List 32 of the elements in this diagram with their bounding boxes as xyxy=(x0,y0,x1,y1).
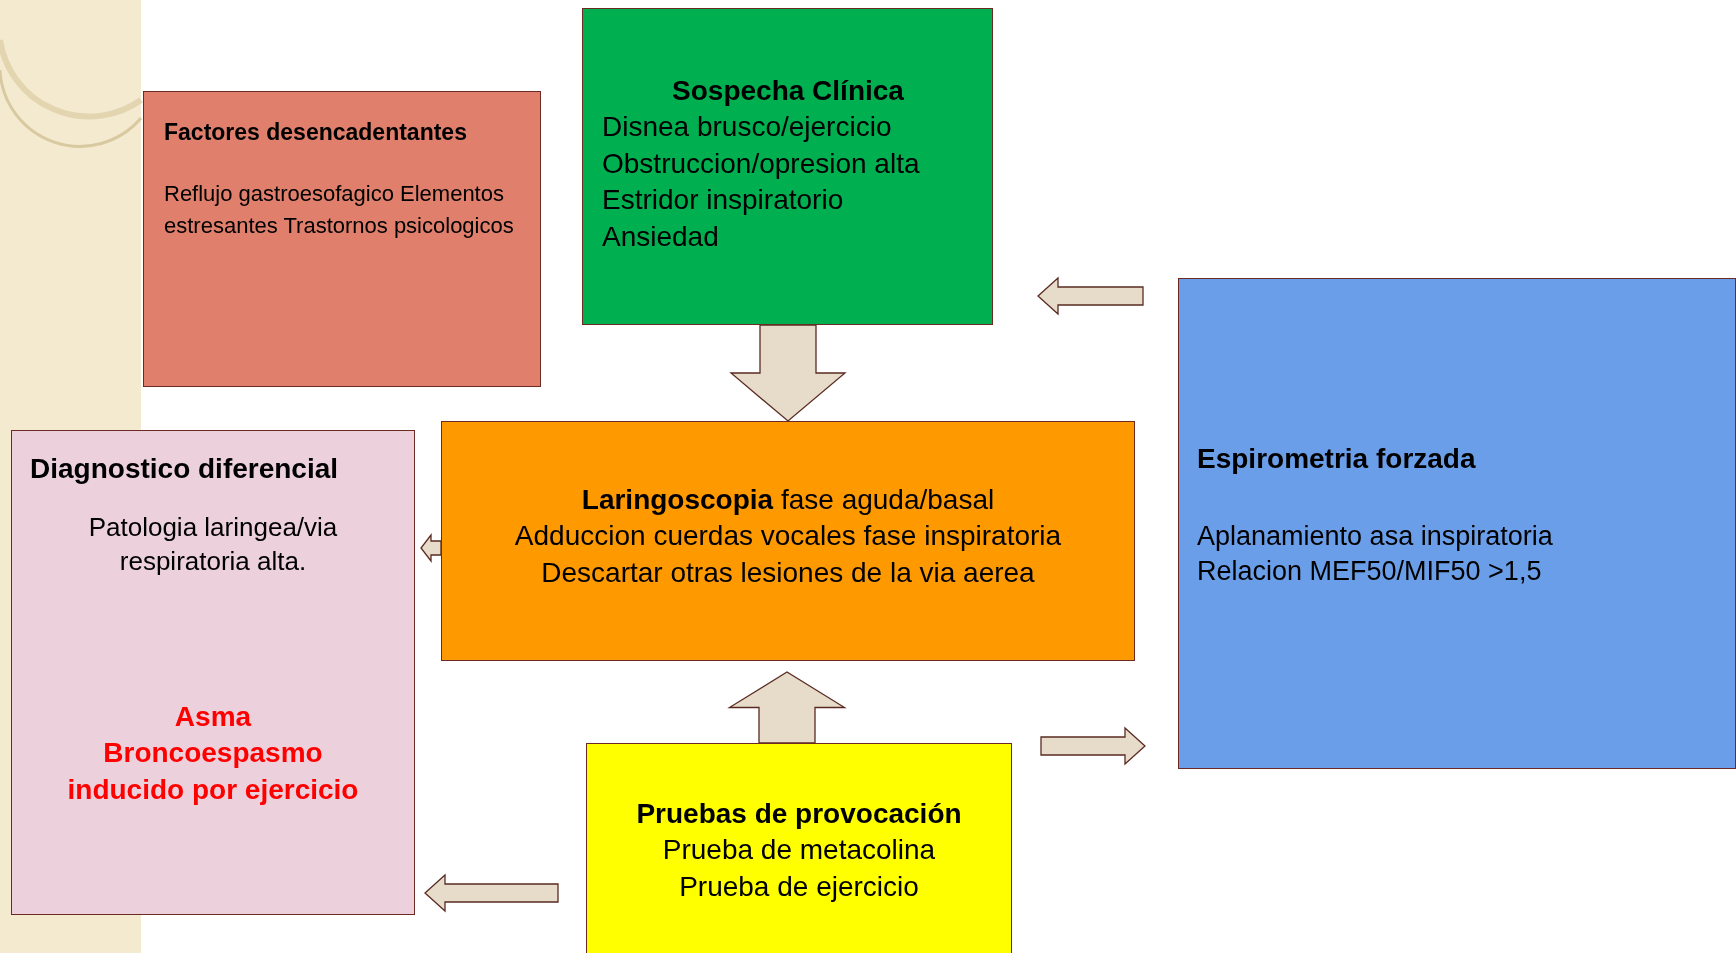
box-text: Adduccion cuerdas vocales fase inspiratoria xyxy=(513,519,1063,554)
box-heading: Laringoscopia fase aguda/basal xyxy=(580,483,996,517)
box-heading: Espirometria forzada xyxy=(1197,442,1477,476)
box-text: Patologia laringea/via respiratoria alta. xyxy=(87,511,339,579)
box-heading: Sospecha Clínica xyxy=(671,74,905,108)
box-text: Prueba de ejercicio xyxy=(678,869,920,904)
box-text: Relacion MEF50/MIF50 >1,5 xyxy=(1197,555,1543,589)
box-heading: Diagnostico diferencial xyxy=(30,452,340,486)
differential-box xyxy=(11,430,415,915)
block-arrow xyxy=(1040,726,1146,766)
spirometry-box xyxy=(1178,278,1736,769)
box-text: Obstruccion/opresion alta xyxy=(602,146,921,181)
laryngoscopy-box xyxy=(441,421,1135,661)
block-arrow xyxy=(729,324,847,422)
block-arrow xyxy=(420,533,442,563)
provocation-box xyxy=(586,743,1012,953)
block-arrow xyxy=(1037,276,1144,316)
factors-box xyxy=(143,91,541,387)
box-text: Descartar otras lesiones de la via aerea xyxy=(540,555,1036,590)
box-text: Reflujo gastroesofagico Elementos estresantes Trastornos psicologicos xyxy=(164,179,515,240)
box-text: Estridor inspiratorio xyxy=(602,183,845,218)
box-heading: Pruebas de provocación xyxy=(635,797,963,831)
suspicion-box xyxy=(582,8,993,325)
box-text: Asma xyxy=(173,700,253,734)
block-arrow xyxy=(424,873,559,913)
box-text: Prueba de metacolina xyxy=(661,833,937,868)
box-heading: Factores desencadentantes xyxy=(164,118,468,147)
box-text: Broncoespasmo inducido por ejercicio xyxy=(66,736,360,807)
box-text: Aplanamiento asa inspiratoria xyxy=(1197,520,1554,554)
box-text: Ansiedad xyxy=(602,219,720,254)
block-arrow xyxy=(727,671,847,744)
box-text: Disnea brusco/ejercicio xyxy=(602,110,893,145)
